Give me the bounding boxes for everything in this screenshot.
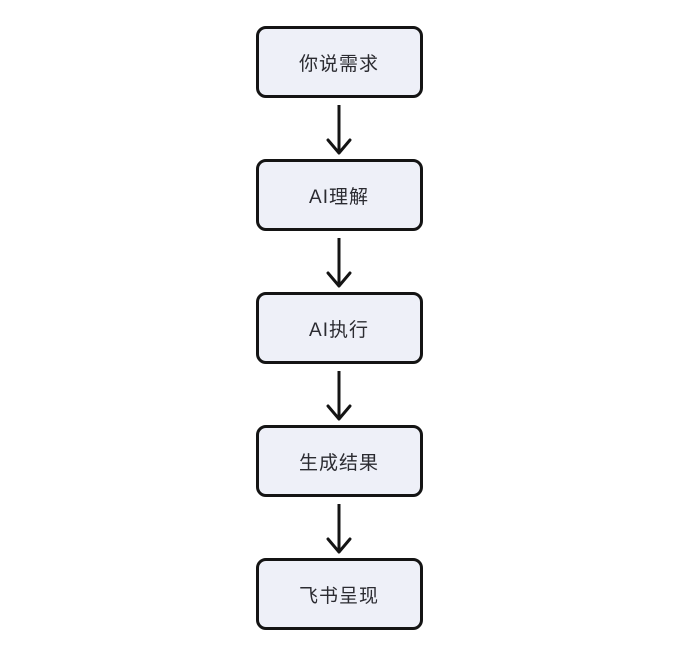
arrow-down-icon [326,371,352,421]
arrow-down-icon [326,105,352,155]
flow-node-step-5: 飞书呈现 [255,558,423,630]
flow-node-step-1: 你说需求 [255,26,423,98]
flow-node-label: AI执行 [309,319,369,341]
arrow-down-icon [326,504,352,554]
flow-node-step-4: 生成结果 [255,425,423,497]
flow-node-label: 飞书呈现 [298,585,379,607]
flow-node-step-2: AI理解 [255,159,423,231]
flow-node-label: 生成结果 [298,452,379,474]
arrow-down-icon [326,238,352,288]
flow-node-label: AI理解 [309,186,369,208]
flow-node-step-3: AI执行 [255,292,423,364]
flow-node-label: 你说需求 [298,53,379,75]
